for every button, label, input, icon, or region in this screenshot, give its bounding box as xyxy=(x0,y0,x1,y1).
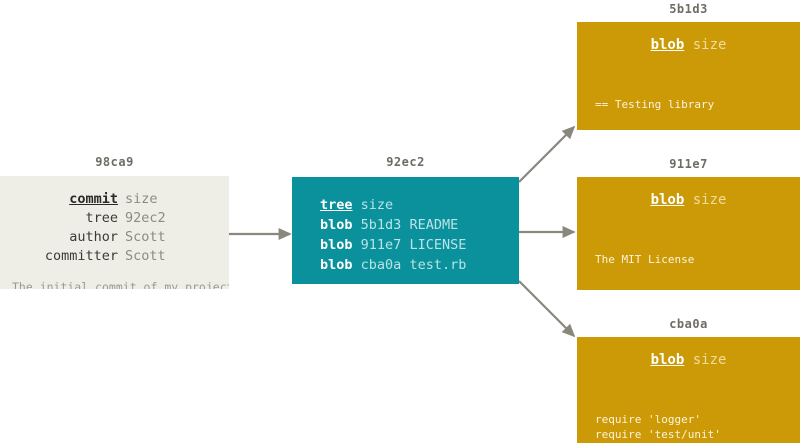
blob-type-label: blob xyxy=(650,352,685,368)
blob-911e7-header: blob size xyxy=(577,192,800,208)
tree-row-blob-readme: blob 5b1d3 README xyxy=(320,215,519,235)
commit-row-author: author Scott xyxy=(0,228,229,247)
blob-911e7-content: The MIT License Copyright (c) 2008 Scott… xyxy=(595,222,800,290)
tree-entry-name: README xyxy=(409,217,459,233)
blob-size-label: size xyxy=(692,192,727,208)
blob-paragraph: The MIT License xyxy=(595,253,695,266)
commit-field-value: Scott xyxy=(125,248,166,264)
edge-tree-to-blob-cba0a xyxy=(518,280,576,338)
tree-entry-type: blob xyxy=(320,257,353,273)
tree-entries: tree size blob 5b1d3 README blob 911e7 L… xyxy=(320,195,519,275)
commit-field-key: committer xyxy=(44,248,118,264)
blob-paragraph: require 'logger' require 'test/unit' xyxy=(595,413,721,441)
tree-hash-label: 92ec2 xyxy=(386,155,425,169)
blob-5b1d3-header: blob size xyxy=(577,37,800,53)
blob-cba0a-box[interactable]: blob size require 'logger' require 'test… xyxy=(577,337,800,443)
edge-tree-to-blob-5b1d3 xyxy=(518,125,576,183)
commit-field-key: commit xyxy=(69,191,118,207)
tree-entry-size: size xyxy=(360,197,394,213)
commit-row-committer: committer Scott xyxy=(0,247,229,266)
blob-paragraph: == Testing library xyxy=(595,98,715,111)
tree-entry-hash: 5b1d3 xyxy=(360,217,402,233)
tree-entry-type: blob xyxy=(320,217,353,233)
blob-911e7-box[interactable]: blob size The MIT License Copyright (c) … xyxy=(577,177,800,290)
commit-field-value: size xyxy=(125,191,158,207)
tree-entry-hash: 911e7 xyxy=(360,237,402,253)
commit-field-key: tree xyxy=(85,210,118,226)
commit-hash-label: 98ca9 xyxy=(95,155,134,169)
tree-entry-name: LICENSE xyxy=(409,237,467,253)
blob-5b1d3-hash-label: 5b1d3 xyxy=(669,2,708,16)
blob-size-label: size xyxy=(692,352,727,368)
blob-911e7-hash-label: 911e7 xyxy=(669,157,708,171)
commit-field-value: 92ec2 xyxy=(125,210,166,226)
blob-size-label: size xyxy=(692,37,727,53)
tree-entry-hash: cba0a xyxy=(360,257,402,273)
tree-object-box[interactable]: tree size blob 5b1d3 README blob 911e7 L… xyxy=(292,177,519,284)
blob-5b1d3-box[interactable]: blob size == Testing library This librar… xyxy=(577,22,800,130)
commit-object-box[interactable]: commit size tree 92ec2 author Scott comm… xyxy=(0,176,229,289)
tree-row-blob-license: blob 911e7 LICENSE xyxy=(320,235,519,255)
commit-row-tree: tree 92ec2 xyxy=(0,209,229,228)
blob-5b1d3-content: == Testing library This library is used … xyxy=(595,67,800,130)
blob-cba0a-header: blob size xyxy=(577,352,800,368)
blob-type-label: blob xyxy=(650,37,685,53)
blob-type-label: blob xyxy=(650,192,685,208)
commit-field-key: author xyxy=(69,229,118,245)
commit-message: The initial commit of my project xyxy=(12,280,229,289)
blob-cba0a-content: require 'logger' require 'test/unit' cla… xyxy=(595,382,800,443)
commit-fields-table: commit size tree 92ec2 author Scott comm… xyxy=(0,190,229,266)
tree-row-self: tree size xyxy=(320,195,519,215)
tree-entry-name: test.rb xyxy=(409,257,467,273)
blob-cba0a-hash-label: cba0a xyxy=(669,317,708,331)
tree-entry-type: blob xyxy=(320,237,353,253)
tree-entry-type: tree xyxy=(320,197,353,213)
tree-row-blob-testrb: blob cba0a test.rb xyxy=(320,255,519,275)
commit-row-commit: commit size xyxy=(0,190,229,209)
commit-field-value: Scott xyxy=(125,229,166,245)
